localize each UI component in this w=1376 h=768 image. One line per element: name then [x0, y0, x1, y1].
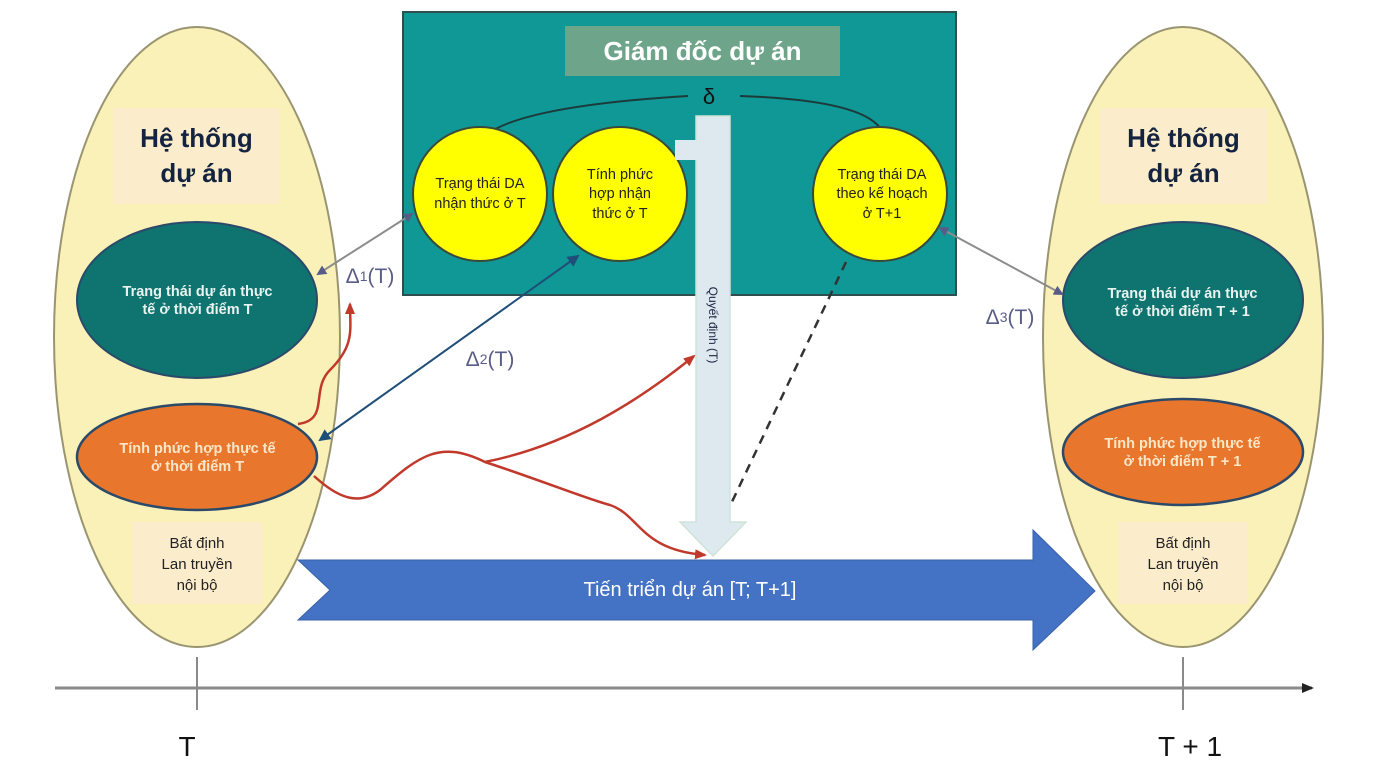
uncertainty-box-t1-bg	[1118, 522, 1248, 604]
uncertainty-t1-line1: Bất định	[1155, 534, 1211, 552]
delta3-arrow	[938, 227, 1064, 295]
delta2-sub: 2	[479, 351, 488, 368]
delta3-arg: (T)	[1007, 305, 1035, 329]
delta2-arg: (T)	[487, 347, 515, 371]
actual-complexity-label-t: Tính phức hợp thực tế ở thời điểm T	[119, 440, 276, 475]
decision-arrow	[678, 115, 748, 558]
planned-state-circle	[812, 126, 948, 262]
perceived-complexity-circle	[552, 126, 688, 262]
system-title-t1: Hệ thống dự án	[1100, 108, 1267, 204]
project-manager-title: Giám đốc dự án	[565, 26, 840, 76]
red-arrow-to-decision	[313, 354, 696, 500]
delta-arc-right	[739, 95, 881, 129]
system-title-t1-line1: Hệ thống	[1127, 122, 1240, 153]
uncertainty-t-line1: Bất định	[169, 534, 225, 552]
red-arrow-to-progress	[484, 460, 707, 560]
actual-complexity-ellipse-t1	[1061, 397, 1305, 507]
delta3-symbol: Δ	[985, 305, 1000, 329]
perceived-state-label: Trạng thái DA nhận thức ở T	[434, 176, 526, 212]
perceived-complexity-label: Tính phức hợp nhận thức ở T	[586, 166, 654, 222]
progress-arrow	[296, 528, 1096, 652]
system-title-t-line1: Hệ thống	[140, 122, 253, 153]
delta3-sub: 3	[999, 309, 1008, 326]
red-arrow-to-delta1	[297, 302, 356, 426]
delta1-arg: (T)	[367, 264, 395, 288]
delta2-arrow	[318, 254, 580, 442]
actual-state-ellipse-t1	[1062, 221, 1304, 379]
actual-complexity-label-t1: Tính phức hợp thực tế ở thời điểm T + 1	[1104, 435, 1261, 470]
system-title-t-line2: dự án	[160, 158, 233, 188]
decision-label: Quyết định (T)	[706, 286, 721, 364]
system-title-t1-line2: dự án	[1147, 158, 1220, 188]
timeline-label-t: T	[178, 730, 196, 762]
uncertainty-t-line2: Lan truyền	[161, 555, 233, 573]
system-title-t: Hệ thống dự án	[113, 108, 280, 204]
planned-state-label: Trạng thái DA theo kế hoạch ở T+1	[836, 166, 928, 222]
uncertainty-t-line3: nội bộ	[176, 576, 218, 594]
delta1-symbol: Δ	[345, 264, 360, 288]
actual-complexity-ellipse-t	[75, 402, 319, 512]
delta-symbol: δ	[702, 84, 716, 110]
actual-state-label-t1: Trạng thái dự án thực tế ở thời điểm T +…	[1107, 285, 1258, 320]
uncertainty-t1-line3: nội bộ	[1162, 576, 1204, 594]
progress-label: Tiến triển dự án [T; T+1]	[583, 578, 797, 601]
uncertainty-box-t-bg	[132, 522, 262, 604]
actual-state-label-t: Trạng thái dự án thực tế ở thời điểm T	[122, 283, 273, 318]
delta1-sub: 1	[359, 268, 368, 285]
delta2-symbol: Δ	[465, 347, 480, 371]
actual-state-ellipse-t	[76, 221, 318, 379]
uncertainty-label-t: Bất định Lan truyền nội bộ	[132, 526, 262, 602]
uncertainty-label-t1: Bất định Lan truyền nội bộ	[1118, 526, 1248, 602]
timeline-label-t1: T + 1	[1157, 730, 1223, 762]
uncertainty-t1-line2: Lan truyền	[1147, 555, 1219, 573]
plan-dashed-line	[728, 261, 848, 507]
decision-arrow-tab	[675, 140, 697, 160]
